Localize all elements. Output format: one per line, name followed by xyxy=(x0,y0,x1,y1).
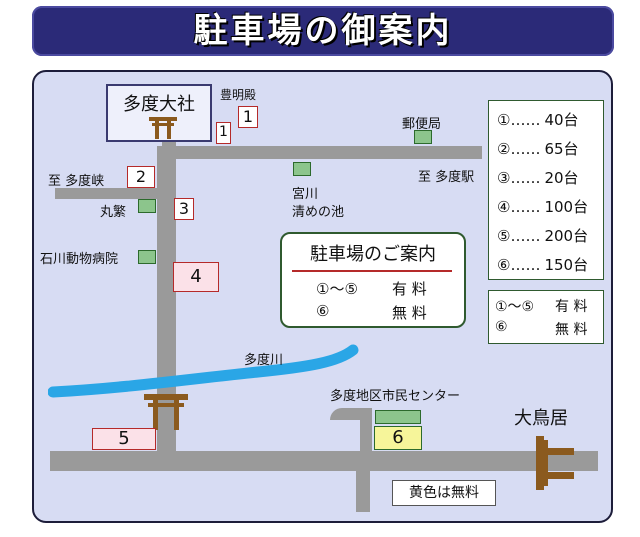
fee-row-paid-key: ①～⑤ xyxy=(495,299,535,315)
info-row-free-value: 無 料 xyxy=(392,304,427,322)
marushige-label: 丸繁 xyxy=(100,205,127,220)
capacity-legend: ①……40台 ②……65台 ③……20台 ④……100台 ⑤……200台 ⑥……… xyxy=(488,100,604,280)
fee-row-free-key: ⑥ xyxy=(495,319,508,335)
capacity-row: ①……40台 xyxy=(497,111,579,129)
shrine-name: 多度大社 xyxy=(123,94,195,115)
animal-hospital-label: 石川動物病院 xyxy=(40,252,119,267)
torii-icon xyxy=(144,394,188,430)
to-station-label: 至 多度駅 xyxy=(418,170,475,185)
parking-lot-5-marker: 5 xyxy=(92,428,156,450)
page-title: 駐車場の御案内 xyxy=(193,11,453,51)
capacity-row: ②……65台 xyxy=(497,140,579,158)
info-card-heading: 駐車場のご案内 xyxy=(310,244,436,265)
parking-lot-2-marker: 2 xyxy=(127,166,155,188)
post-office-building xyxy=(414,130,432,144)
road-bottom-spur xyxy=(356,465,370,512)
parking-lot-3-marker: 3 xyxy=(174,198,194,220)
parking-lot-1-marker: 1 xyxy=(216,122,231,144)
info-row-paid-value: 有 料 xyxy=(392,280,427,298)
info-row-free-key: ⑥ xyxy=(316,302,330,320)
civic-center-label: 多度地区市民センター xyxy=(330,389,461,404)
road-top xyxy=(176,146,482,159)
fee-row-paid-value: 有 料 xyxy=(555,299,588,315)
animal-hospital-building xyxy=(138,250,156,264)
parking-info-card: 駐車場のご案内 ①～⑤ 有 料 ⑥ 無 料 xyxy=(280,232,466,328)
capacity-row: ④……100台 xyxy=(497,198,589,216)
miyagawa-label: 宮川 xyxy=(292,187,319,202)
river xyxy=(48,344,359,398)
info-card-divider xyxy=(292,270,452,272)
parking-lot-6-marker: 6 xyxy=(374,426,422,450)
miyagawa-building xyxy=(293,162,311,176)
marushige-building xyxy=(138,199,156,213)
to-gorge-label: 至 多度峡 xyxy=(48,174,105,189)
shrine-box: 多度大社 xyxy=(106,84,212,142)
parking-lot-4-marker: 4 xyxy=(173,262,219,292)
road-civic-vertical xyxy=(360,408,372,464)
hall-label: 豊明殿 xyxy=(220,88,257,102)
road-gorge xyxy=(55,188,176,199)
post-office-label: 郵便局 xyxy=(402,117,442,132)
road-bottom xyxy=(50,451,598,471)
capacity-row: ⑤……200台 xyxy=(497,227,589,245)
fee-row-free-value: 無 料 xyxy=(555,322,588,338)
capacity-row: ③……20台 xyxy=(497,169,579,187)
info-row-paid-key: ①～⑤ xyxy=(316,280,358,298)
parking-lot-1-marker: 1 xyxy=(238,106,258,128)
shrine-torii-icon xyxy=(149,117,177,139)
civic-center-building xyxy=(375,410,421,424)
purification-pond-label: 清めの池 xyxy=(292,205,345,220)
river-label: 多度川 xyxy=(244,353,284,368)
free-note: 黄色は無料 xyxy=(392,480,496,506)
title-banner: 駐車場の御案内 xyxy=(32,6,614,56)
great-torii-icon xyxy=(536,436,574,490)
fee-legend: ①～⑤ 有 料 ⑥ 無 料 xyxy=(488,290,604,344)
great-torii-label: 大鳥居 xyxy=(514,408,568,429)
capacity-row: ⑥……150台 xyxy=(497,256,589,274)
